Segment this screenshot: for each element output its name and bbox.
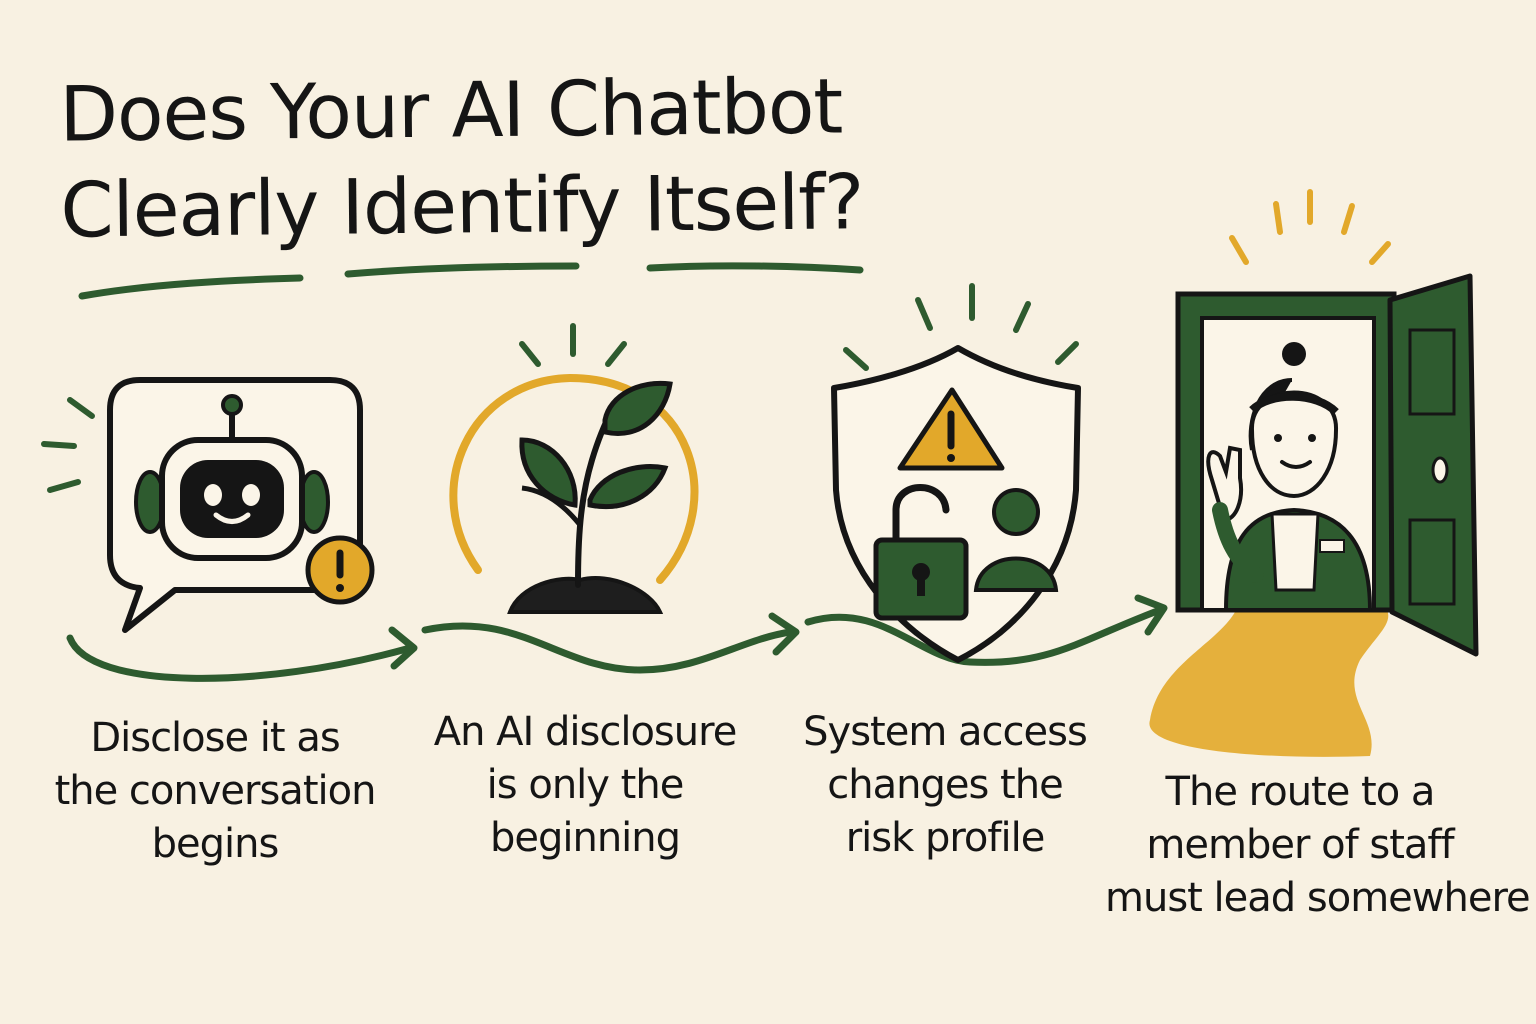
title-underline-strokes xyxy=(78,262,864,300)
robot-chat-bubble-icon xyxy=(41,377,375,633)
caption-line: Disclose it as xyxy=(90,715,340,761)
open-door-staff-member-icon xyxy=(1149,189,1479,757)
flow-path-arrows xyxy=(66,594,1168,682)
step-caption-2: An AI disclosure is only the beginning xyxy=(410,706,760,865)
caption-line: member of staff xyxy=(1146,822,1454,868)
shield-warning-lock-icon xyxy=(831,283,1081,663)
caption-line: System access xyxy=(803,709,1088,755)
caption-line: changes the xyxy=(827,762,1063,808)
step-caption-1: Disclose it as the conversation begins xyxy=(40,712,390,871)
step-caption-3: System access changes the risk profile xyxy=(780,706,1110,865)
caption-line: is only the xyxy=(486,762,685,808)
caption-line: beginning xyxy=(489,815,681,861)
step-caption-4: The route to a member of staff must lead… xyxy=(1105,766,1531,925)
sprouting-plant-icon xyxy=(449,323,699,614)
caption-line: risk profile xyxy=(845,815,1046,861)
caption-line: begins xyxy=(151,821,280,867)
caption-line: The route to a xyxy=(1165,769,1436,815)
caption-line: the conversation xyxy=(54,768,377,814)
caption-line: must lead somewhere xyxy=(1105,875,1531,921)
caption-line: An AI disclosure xyxy=(433,709,738,755)
